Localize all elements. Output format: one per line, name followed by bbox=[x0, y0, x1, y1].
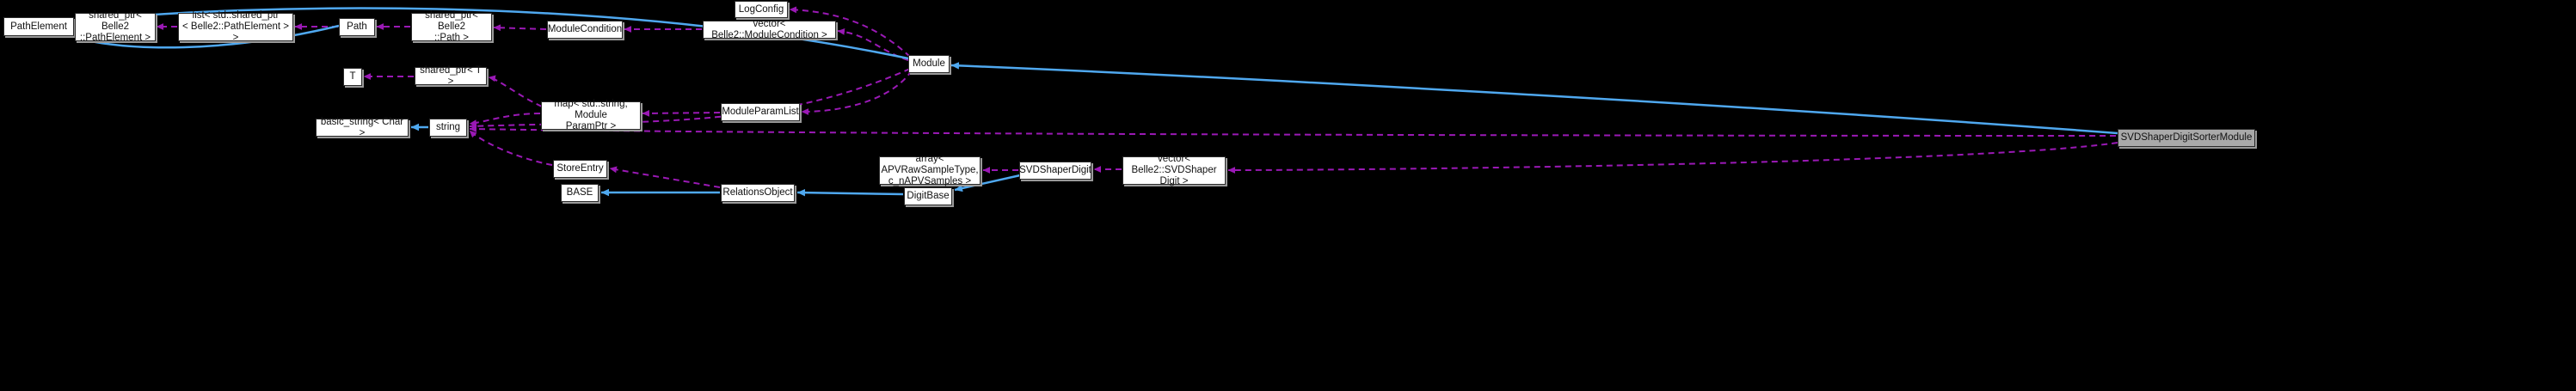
graph-node-list_sharedptr[interactable]: list< std::shared_ptr < Belle2::PathElem… bbox=[178, 10, 293, 43]
graph-node-label: shared_ptr< T > bbox=[420, 64, 482, 87]
graph-node-sharedptr_path[interactable]: shared_ptr< Belle2 ::Path > bbox=[411, 10, 492, 43]
graph-node-label: map< std::string, Module ParamPtr > bbox=[554, 99, 628, 131]
graph-node-storeentry[interactable]: StoreEntry bbox=[553, 160, 607, 178]
graph-node-logconfig[interactable]: LogConfig bbox=[735, 1, 788, 18]
graph-node-label: StoreEntry bbox=[556, 163, 604, 174]
graph-node-label: LogConfig bbox=[738, 3, 784, 15]
graph-node-label: vector< Belle2::ModuleCondition > bbox=[711, 18, 827, 40]
graph-node-digitbase[interactable]: DigitBase bbox=[904, 187, 952, 205]
inheritance-edges bbox=[75, 7, 2118, 197]
graph-node-svdshaperdigit[interactable]: SVDShaperDigit bbox=[1019, 162, 1091, 180]
graph-node-label: Module bbox=[913, 58, 945, 70]
graph-node-modulecondition[interactable]: ModuleCondition bbox=[547, 21, 623, 39]
graph-node-label: string bbox=[435, 122, 461, 133]
graph-node-t[interactable]: T bbox=[343, 68, 362, 86]
graph-node-label: BASE bbox=[566, 187, 593, 199]
graph-node-module[interactable]: Module bbox=[908, 55, 950, 73]
graph-node-label: SVDShaperDigitSorterModule bbox=[2120, 132, 2253, 144]
graph-node-label: basic_string< Char > bbox=[320, 116, 404, 138]
graph-node-vec_modulecondition[interactable]: vector< Belle2::ModuleCondition > bbox=[703, 18, 836, 40]
graph-node-label: shared_ptr< Belle2 ::Path > bbox=[425, 10, 478, 43]
graph-node-svdsortermodule[interactable]: SVDShaperDigitSorterModule bbox=[2118, 129, 2255, 147]
graph-node-label: RelationsObject bbox=[722, 187, 793, 199]
graph-node-label: vector< Belle2::SVDShaper Digit > bbox=[1131, 154, 1217, 186]
graph-node-label: DigitBase bbox=[907, 191, 950, 202]
graph-node-pathelement[interactable]: PathElement bbox=[3, 17, 74, 36]
graph-node-label: array< APVRawSampleType, c_nAPVSamples > bbox=[881, 154, 979, 186]
graph-node-label: PathElement bbox=[10, 21, 67, 32]
graph-node-sharedptr_pathelem[interactable]: shared_ptr< Belle2 ::PathElement > bbox=[75, 10, 156, 43]
graph-node-label: shared_ptr< Belle2 ::PathElement > bbox=[79, 10, 151, 43]
graph-node-map_modparam[interactable]: map< std::string, Module ParamPtr > bbox=[541, 99, 641, 131]
graph-node-base[interactable]: BASE bbox=[561, 184, 599, 202]
graph-node-basic_string[interactable]: basic_string< Char > bbox=[316, 116, 409, 138]
graph-node-array_apv[interactable]: array< APVRawSampleType, c_nAPVSamples > bbox=[879, 154, 981, 186]
graph-node-label: Path bbox=[347, 21, 367, 33]
graph-node-sharedptr_t[interactable]: shared_ptr< T > bbox=[415, 64, 487, 87]
graph-node-vec_svdshaperdigit[interactable]: vector< Belle2::SVDShaper Digit > bbox=[1122, 154, 1226, 186]
graph-node-moduleparamlist[interactable]: ModuleParamList bbox=[721, 103, 800, 121]
graph-node-label: list< std::shared_ptr < Belle2::PathElem… bbox=[181, 10, 290, 43]
graph-node-label: T bbox=[349, 71, 356, 82]
graph-node-label: SVDShaperDigit bbox=[1019, 165, 1091, 176]
graph-node-string[interactable]: string bbox=[429, 119, 467, 137]
usage-edges bbox=[74, 6, 2118, 188]
graph-node-label: ModuleParamList bbox=[722, 107, 799, 118]
graph-node-path[interactable]: Path bbox=[339, 18, 375, 36]
graph-node-relationsobject[interactable]: RelationsObject bbox=[721, 184, 795, 202]
graph-node-label: ModuleCondition bbox=[547, 24, 623, 35]
